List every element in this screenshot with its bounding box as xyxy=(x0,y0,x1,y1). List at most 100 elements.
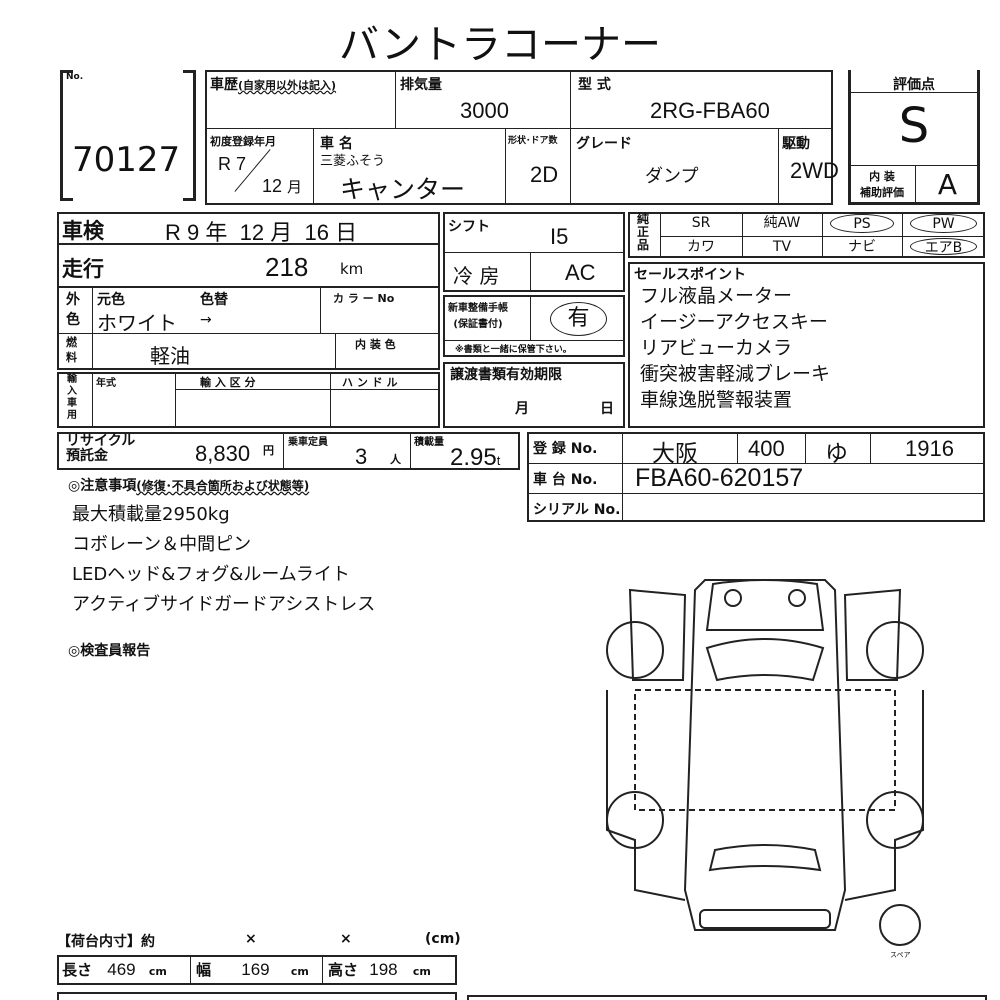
doors-value: 2D xyxy=(530,162,559,187)
drive-label: 駆動 xyxy=(782,136,810,152)
wheel-rl xyxy=(606,791,664,849)
sales-point: イージーアクセスキー xyxy=(640,311,828,333)
handle-label: ハ ン ド ル xyxy=(342,376,398,389)
spare-tire xyxy=(879,904,921,946)
equipment-item: PS xyxy=(830,214,894,233)
recycle-unit: 円 xyxy=(263,444,274,457)
equipment-item: エアB xyxy=(910,238,977,256)
first-reg-era: R 7 xyxy=(218,154,247,174)
header-table xyxy=(205,70,833,205)
cargo-x2: × xyxy=(340,931,352,947)
color-fuel-block xyxy=(57,286,440,370)
displacement-value: 3000 xyxy=(460,98,509,123)
left-door xyxy=(628,588,687,681)
grade-label: グレード xyxy=(576,136,632,152)
reg-label: 登 録 No. xyxy=(533,441,598,457)
bracket-left xyxy=(60,70,73,201)
reg-area: 大阪 xyxy=(652,441,698,467)
score-box xyxy=(848,70,980,205)
equipment-item: SR xyxy=(691,215,711,231)
fuel-value: 軽油 xyxy=(150,344,190,368)
inspector-label: ◎検査員報告 xyxy=(68,643,151,659)
equipment-item: カワ xyxy=(687,239,715,255)
interior-score: A xyxy=(937,168,958,201)
chassis-value: FBA60-620157 xyxy=(635,464,804,492)
cargo-x1: × xyxy=(245,931,257,947)
grade-value: ダンプ xyxy=(645,166,699,187)
fuel-label: 燃料 xyxy=(66,336,77,364)
equipment-item: TV xyxy=(772,239,792,255)
wheel-fl xyxy=(606,621,664,679)
right-side xyxy=(844,690,924,901)
cargo-length: 長さ 469 cm xyxy=(62,960,167,979)
color-label: 外色 xyxy=(66,292,80,328)
color-change-label: 色替 xyxy=(200,292,228,308)
cargo-dims-table xyxy=(57,955,457,985)
cargo-width: 幅 169 cm xyxy=(196,960,309,979)
roof-outline xyxy=(705,579,825,631)
color-value: ホワイト xyxy=(97,311,177,335)
sales-points-label: セールスポイント xyxy=(634,267,746,283)
capacity-unit: 人 xyxy=(390,453,401,466)
chassis-label: 車 台 No. xyxy=(533,472,598,488)
first-reg-month: 12 月 xyxy=(262,176,303,196)
windshield xyxy=(705,638,825,682)
doors-label: 形状･ドア数 xyxy=(508,136,558,146)
wheel-rr xyxy=(866,791,924,849)
capacity-label: 乗車定員 xyxy=(288,437,328,448)
right-door xyxy=(843,588,902,681)
maker: 三菱ふそう xyxy=(320,154,386,169)
spare-label: スペア xyxy=(890,951,911,959)
reg-kana: ゆ xyxy=(825,441,848,467)
model-value: 2RG-FBA60 xyxy=(650,98,770,123)
import-block xyxy=(57,372,440,428)
inspection-label: 車検 xyxy=(62,219,104,243)
history-label: 車歴(自家用以外は記入) xyxy=(210,77,337,93)
cargo-label: 【荷台内寸】約 xyxy=(57,934,155,950)
note-item: アクティブサイドガードアシストレス xyxy=(72,594,376,615)
car-name: キャンター xyxy=(340,175,466,204)
import-year-label: 年式 xyxy=(96,378,116,389)
rear-window xyxy=(708,844,822,872)
import-label: 輸入車用 xyxy=(67,374,77,421)
displacement-label: 排気量 xyxy=(400,77,442,93)
serial-label: シリアル No. xyxy=(533,502,621,518)
equipment-label: 純正品 xyxy=(637,212,650,252)
cab-outline xyxy=(683,579,847,931)
mileage-unit: km xyxy=(340,260,364,278)
color-no-label: カ ラ ー No xyxy=(333,292,395,305)
sales-point: 車線逸脱警報装置 xyxy=(640,389,793,411)
note-item: 最大積載量2950kg xyxy=(72,504,230,525)
lower-right-box xyxy=(467,995,987,1000)
orig-color-label: 元色 xyxy=(97,292,125,308)
cargo-bed xyxy=(634,689,896,811)
note-item: LEDヘッド&フォグ&ルームライト xyxy=(72,564,350,585)
notes-list: 最大積載量2950kg コボレーン＆中間ピン LEDヘッド&フォグ&ルームライト… xyxy=(72,500,375,620)
mileage-label: 走行 xyxy=(62,257,104,281)
equipment-item: PW xyxy=(910,214,977,233)
recycle-value: 8,830 xyxy=(195,441,251,466)
load-label: 積載量 xyxy=(414,437,444,448)
wheel-fr xyxy=(866,621,924,679)
mileage-row xyxy=(57,245,440,288)
color-arrow: → xyxy=(200,312,212,328)
manual-block xyxy=(443,295,625,357)
inspection-date: R 9 年 12 月 16 日 xyxy=(165,220,358,245)
notes-label: ◎注意事項(修復･不具合箇所および状態等) xyxy=(68,478,310,494)
mirror xyxy=(724,589,742,607)
interior-color-label: 内 装 色 xyxy=(355,338,396,351)
lot-number: 70127 xyxy=(72,140,181,180)
manual-label: 新車整備手帳(保証書付) xyxy=(448,303,508,330)
transfer-month: 月 xyxy=(515,401,529,417)
sales-point: リアビューカメラ xyxy=(640,337,793,359)
sales-point: 衝突被害軽減ブレーキ xyxy=(640,363,831,385)
ac-label: 冷 房 xyxy=(453,264,500,288)
recycle-label: リサイクル預託金 xyxy=(66,433,136,464)
cargo-height: 高さ 198 cm xyxy=(328,960,431,979)
recycle-row xyxy=(57,432,520,470)
score-label: 評価点 xyxy=(893,77,935,93)
equipment-table xyxy=(628,212,985,258)
reg-number: 1916 xyxy=(905,436,954,461)
left-side xyxy=(606,690,686,901)
cargo-unit-label: (cm) xyxy=(425,931,461,947)
